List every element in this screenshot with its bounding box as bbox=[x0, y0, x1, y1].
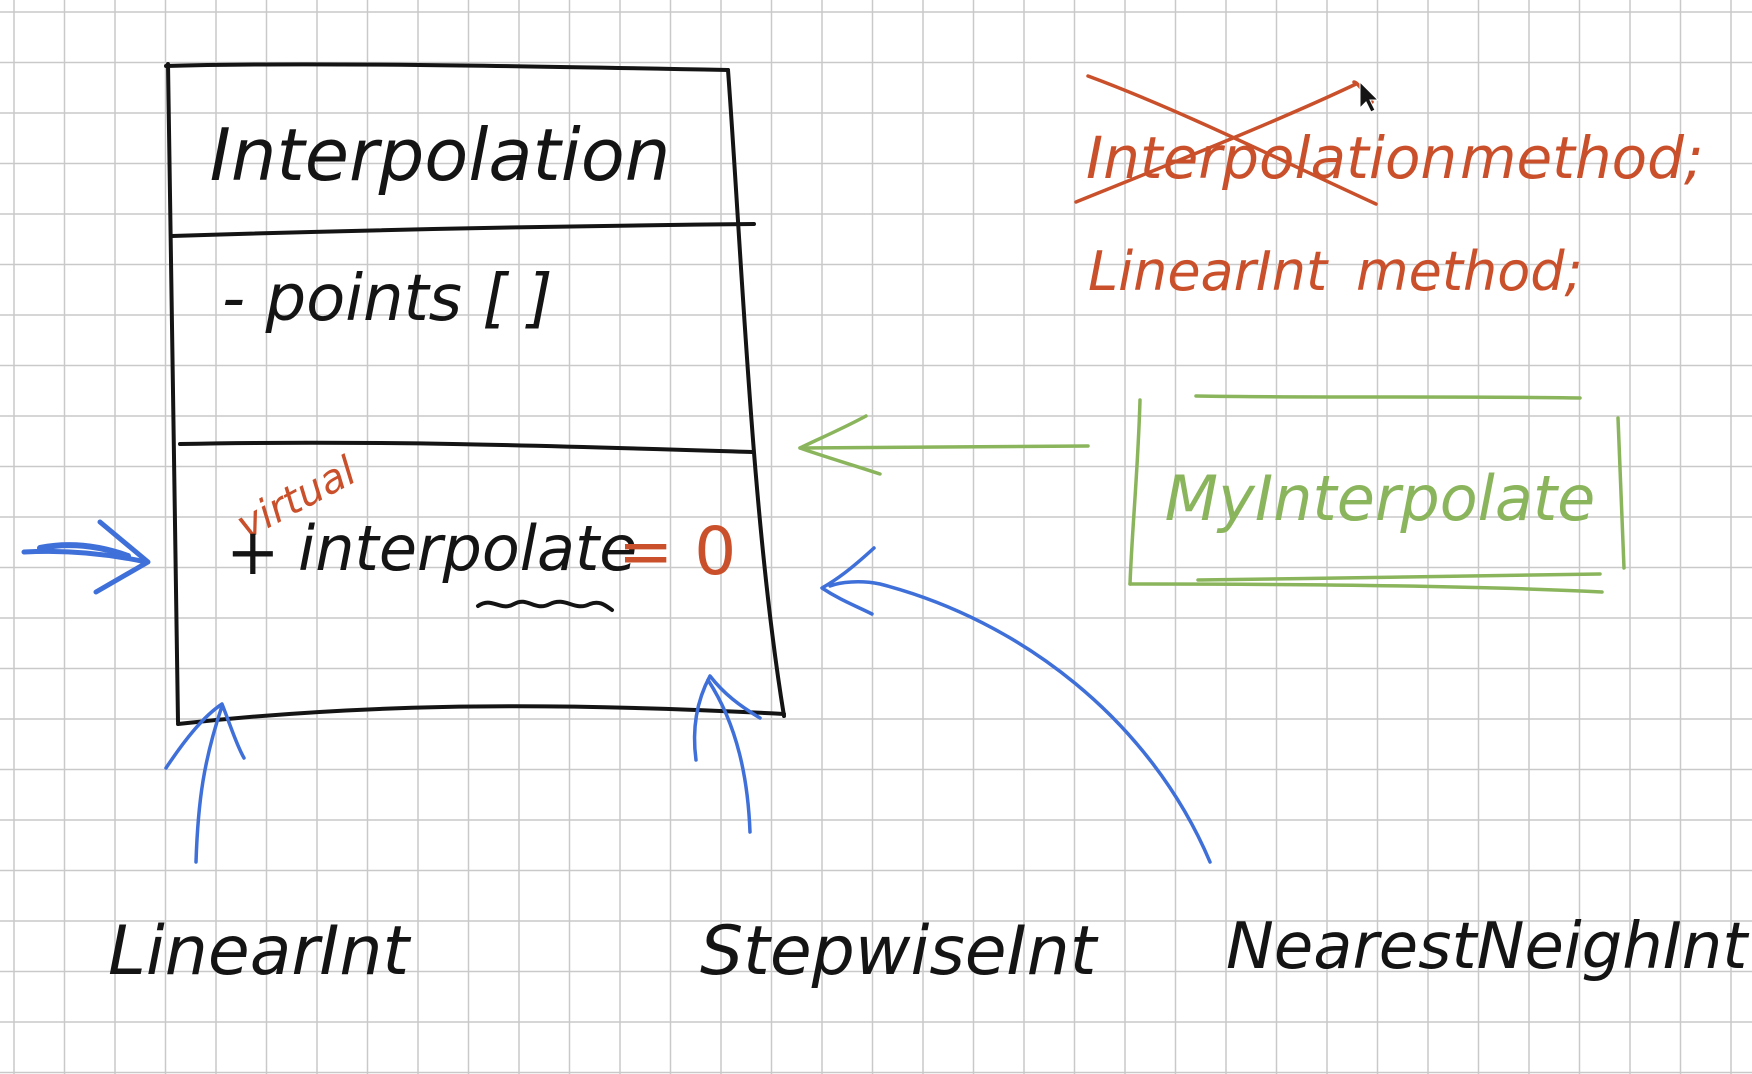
struck-word: Interpolation bbox=[1086, 124, 1457, 192]
class-name: Interpolation bbox=[210, 113, 671, 197]
green-arrow-head bbox=[798, 414, 882, 476]
green-box-bottom-2 bbox=[1196, 572, 1602, 582]
class-box-right-edge bbox=[726, 68, 786, 718]
my-interpolate-box bbox=[798, 394, 1626, 594]
inheritance-arrows bbox=[164, 546, 1212, 864]
arrow-stepwiseint-head bbox=[692, 674, 762, 762]
green-box-bottom bbox=[1128, 582, 1604, 594]
subclass-label-stepwiseint: StepwiseInt bbox=[700, 912, 1099, 991]
note-line2-rest: method; bbox=[1356, 240, 1583, 303]
green-box-right bbox=[1616, 416, 1626, 570]
class-attribute: - points [ ] bbox=[222, 262, 553, 336]
user-class-name: MyInterpolate bbox=[1165, 462, 1596, 535]
method-pure-virtual: = 0 bbox=[618, 513, 736, 590]
arrow-nearestneighint-head bbox=[820, 546, 876, 616]
green-box-top bbox=[1194, 394, 1582, 400]
green-arrow-shaft bbox=[798, 444, 1090, 450]
subclass-label-linearint: LinearInt bbox=[108, 912, 411, 991]
arrow-linearint-head bbox=[164, 702, 246, 770]
arrow-linearint bbox=[194, 704, 224, 864]
class-box-left-edge bbox=[166, 62, 180, 724]
mouse-cursor-icon bbox=[1359, 80, 1380, 113]
class-box-divider-attributes bbox=[178, 440, 754, 454]
method-underline-squiggle bbox=[476, 599, 614, 612]
arrow-stepwiseint bbox=[706, 678, 752, 834]
arrow-nearestneighint bbox=[828, 580, 1212, 864]
class-box-top-edge bbox=[164, 62, 730, 72]
method-visibility: + bbox=[226, 516, 280, 590]
interpolation-class-box bbox=[164, 62, 786, 726]
class-box-bottom-edge bbox=[176, 704, 786, 726]
green-box-left bbox=[1128, 398, 1142, 586]
class-box-divider-name bbox=[170, 222, 756, 238]
left-blue-arrow bbox=[21, 519, 151, 595]
subclass-label-nearestneighint: NearestNeighInt bbox=[1226, 910, 1750, 984]
struck-line-rest: method; bbox=[1460, 124, 1704, 192]
note-line2-word: LinearInt bbox=[1088, 240, 1329, 303]
method-name: interpolate bbox=[298, 512, 637, 585]
